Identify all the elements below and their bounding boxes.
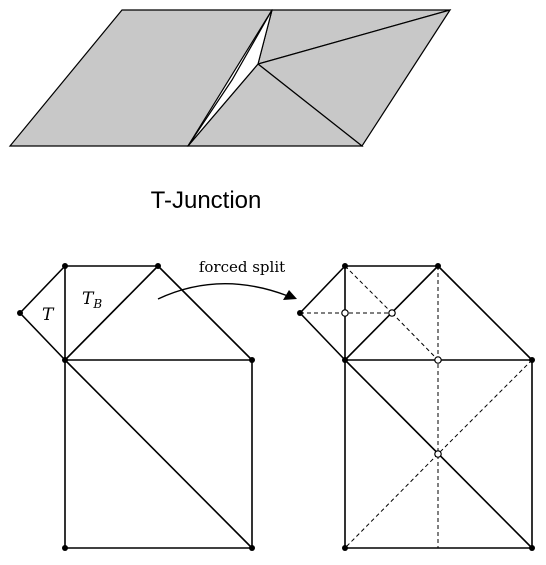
original-mesh: T TB xyxy=(17,263,255,551)
vertex xyxy=(62,263,68,269)
edge xyxy=(299,312,346,361)
vertex xyxy=(155,263,161,269)
t-junction-illustration xyxy=(8,8,452,147)
edge xyxy=(299,265,346,314)
new-vertex xyxy=(341,309,349,317)
vertex xyxy=(342,545,348,551)
edge xyxy=(64,359,253,549)
triangle-label-tb-sub: B xyxy=(92,297,102,311)
refined-mesh xyxy=(297,263,535,551)
edge xyxy=(437,265,533,361)
arrow-head xyxy=(283,290,297,300)
vertex xyxy=(62,357,68,363)
vertex xyxy=(342,263,348,269)
new-vertex xyxy=(434,356,442,364)
edge xyxy=(64,265,159,361)
split-edge xyxy=(391,312,439,361)
triangle-label-t: T xyxy=(42,305,55,325)
arrow-curve xyxy=(157,283,289,300)
t-junction-caption: T-Junction xyxy=(151,187,262,214)
vertex xyxy=(529,357,535,363)
vertex xyxy=(529,545,535,551)
forced-split-label: forced split xyxy=(199,258,285,276)
forced-split-arrow: forced split xyxy=(157,258,297,300)
triangle-label-tb: TB xyxy=(82,289,102,311)
edge xyxy=(19,312,66,361)
vertex xyxy=(249,357,255,363)
new-vertex xyxy=(388,309,396,317)
triangle-label-tb-main: T xyxy=(82,289,95,309)
edge xyxy=(19,265,66,314)
vertex xyxy=(435,263,441,269)
vertex xyxy=(62,545,68,551)
edge xyxy=(157,265,253,361)
vertex xyxy=(17,310,23,316)
split-edge xyxy=(437,359,533,455)
crack-gap xyxy=(187,9,273,147)
vertex xyxy=(249,545,255,551)
vertex xyxy=(342,357,348,363)
split-edge xyxy=(344,453,439,549)
split-edge xyxy=(344,265,393,314)
new-vertex xyxy=(434,450,442,458)
vertex xyxy=(297,310,303,316)
